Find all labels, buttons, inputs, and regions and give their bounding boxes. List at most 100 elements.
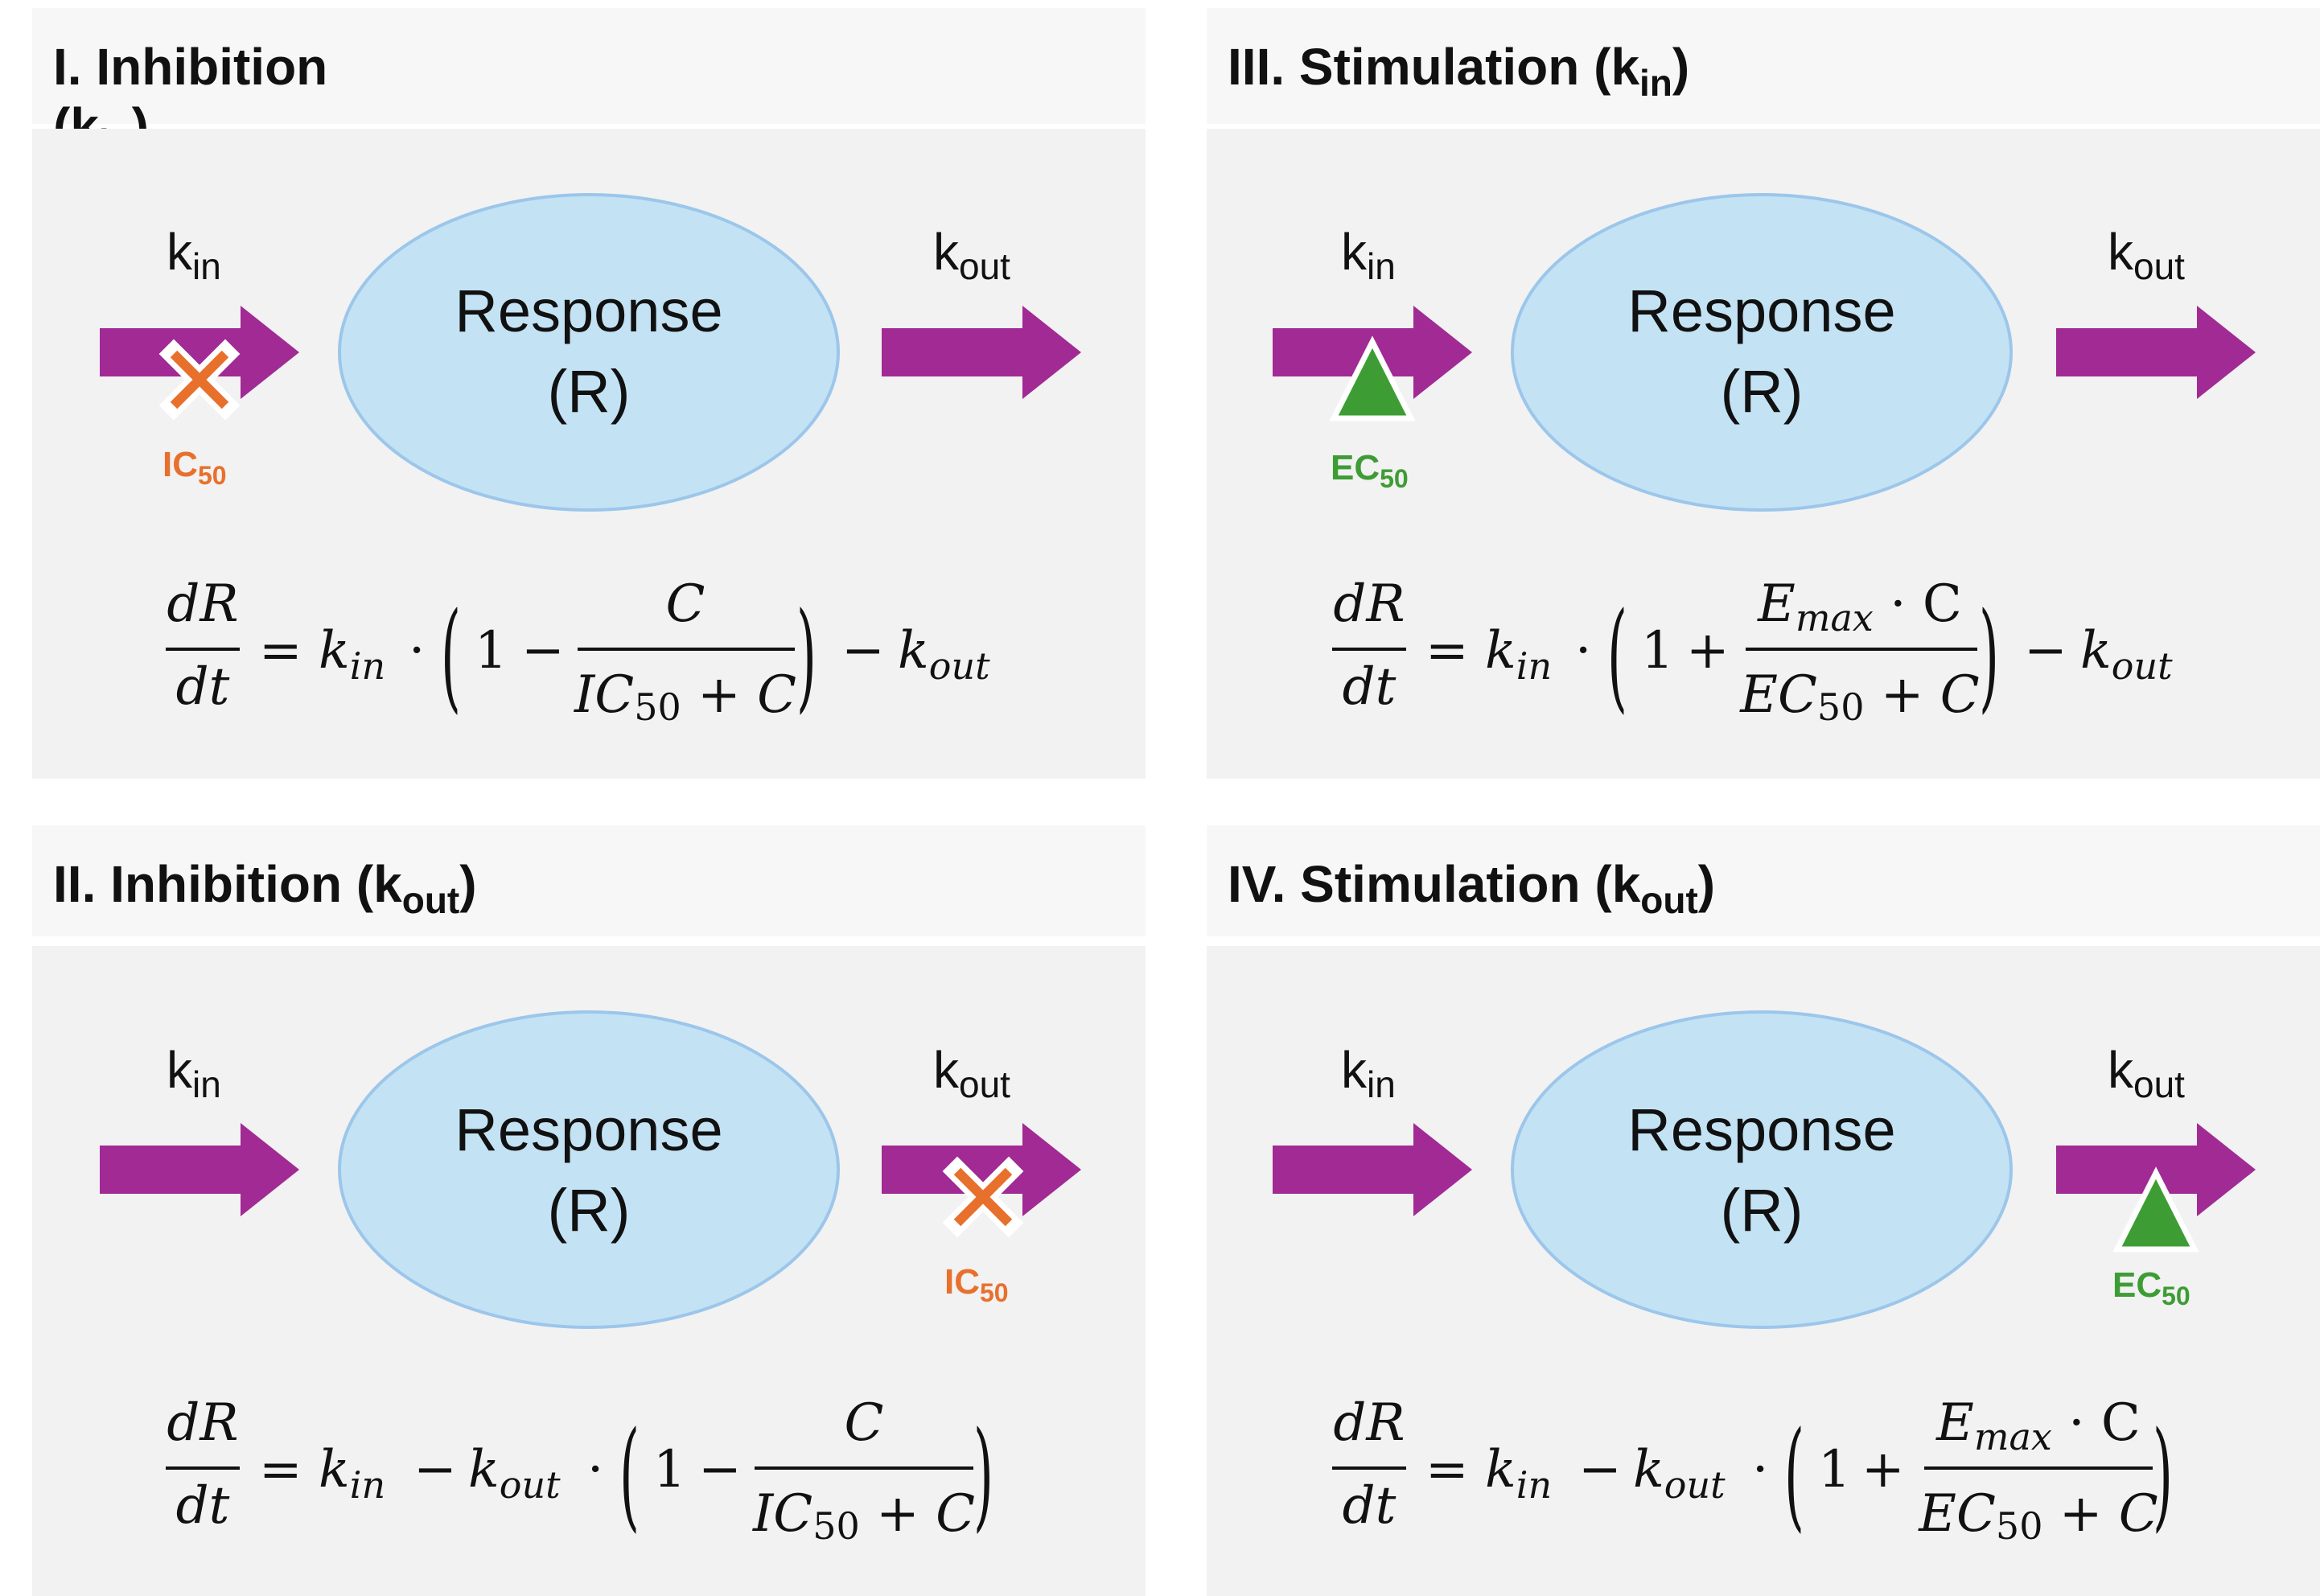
eq-kout: kout	[2080, 621, 2173, 688]
eq-paren-open: (	[441, 587, 461, 725]
eq-kin: kin	[319, 621, 385, 688]
eq-frac-bar	[578, 648, 795, 651]
eq-lhs-fraction-bar	[166, 648, 240, 651]
panel-3-ec50-label: EC50	[1331, 448, 1409, 493]
panel-2-kout-label: kout	[933, 1041, 1010, 1105]
eq-frac-denominator: EC50 + C	[1918, 1484, 2158, 1548]
eq-lhs-numerator: dR	[1333, 1393, 1405, 1453]
eq-equals: =	[1425, 621, 1469, 681]
eq-frac-numerator: C	[845, 1393, 884, 1453]
panel-2-kin-arrow-icon	[100, 1123, 299, 1216]
x-cross-icon	[942, 1156, 1024, 1238]
eq-op: +	[1686, 621, 1730, 681]
panel-4-title: IV. Stimulation (kout)	[1228, 854, 2320, 930]
eq-kout: kout	[898, 621, 990, 688]
eq-kin: kin	[319, 1440, 385, 1507]
eq-frac-numerator: C	[666, 574, 705, 634]
eq-equals: =	[1425, 1440, 1469, 1499]
panel-1-response-ellipse	[338, 193, 840, 512]
eq-op: −	[698, 1440, 742, 1499]
eq-one: 1	[475, 621, 508, 681]
panel-2-title-close: )	[459, 855, 477, 913]
panel-1-header: I. Inhibition (kin)	[32, 8, 1146, 163]
eq-dot: ·	[587, 1440, 603, 1499]
panel-3-equation: dR dt = kin · ( 1 + Emax · C EC50 + C ) …	[1332, 574, 2173, 729]
eq-minus: −	[413, 1440, 457, 1499]
panel-2-response-label: Response	[455, 1096, 722, 1163]
eq-minus: −	[1578, 1440, 1622, 1499]
eq-equals: =	[259, 1440, 302, 1499]
panel-4-diagram: kin Response (R) kout EC50 dR dt = kin −…	[1273, 1010, 2256, 1548]
eq-kin: kin	[1485, 1440, 1552, 1507]
panel-4-header: IV. Stimulation (kout)	[1207, 825, 2320, 936]
panel-2-equation: dR dt = kin − kout · ( 1 − C IC50 + C )	[166, 1393, 993, 1548]
eq-lhs-numerator: dR	[167, 574, 238, 634]
panel-4-title-text: IV. Stimulation (k	[1228, 855, 1641, 913]
eq-tail-op: −	[841, 621, 885, 681]
eq-equals: =	[259, 621, 302, 681]
panel-4-response-ellipse	[1511, 1010, 2013, 1329]
eq-op: −	[521, 621, 565, 681]
eq-frac-numerator: Emax · C	[1757, 574, 1962, 640]
panel-3-diagram: kin EC50 Response (R) kout dR dt = kin ·…	[1273, 193, 2256, 729]
panel-1-equation: dR dt = kin · ( 1 − C IC50 + C ) − kout	[166, 574, 990, 729]
eq-kout: kout	[1633, 1440, 1726, 1507]
eq-op: +	[1861, 1440, 1905, 1499]
panel-4-ec50-label: EC50	[2112, 1265, 2190, 1310]
panel-3-kout-arrow-icon	[2056, 306, 2256, 399]
eq-paren-open: (	[1784, 1406, 1804, 1544]
panel-3-response-label: Response	[1627, 278, 1895, 344]
eq-lhs-denominator: dt	[1343, 657, 1397, 717]
eq-frac-bar	[755, 1466, 973, 1470]
x-cross-icon	[158, 339, 241, 421]
eq-lhs-denominator: dt	[1343, 1476, 1397, 1536]
eq-kin: kin	[1485, 621, 1552, 688]
panel-2-response-symbol: (R)	[548, 1177, 631, 1244]
panel-2-header: II. Inhibition (kout)	[32, 825, 1146, 936]
panel-1-response-label: Response	[455, 278, 722, 344]
panel-4-equation: dR dt = kin − kout · ( 1 + Emax · C EC50…	[1332, 1393, 2173, 1548]
eq-lhs-fraction-bar	[1332, 648, 1406, 651]
panel-3-kin-label: kin	[1341, 223, 1396, 287]
up-triangle-icon	[1329, 335, 1416, 422]
eq-lhs-denominator: dt	[176, 1476, 230, 1536]
panel-1-ic50-label: IC50	[162, 445, 227, 490]
panel-1-response-symbol: (R)	[548, 358, 631, 425]
eq-paren-open: (	[1607, 587, 1627, 725]
eq-lhs-fraction-bar	[166, 1466, 240, 1470]
panel-1-diagram: kin IC50 Response (R) kout dR dt = kin ·…	[100, 193, 1081, 729]
eq-dot: ·	[409, 621, 425, 681]
panel-2-diagram: kin Response (R) kout IC50 dR dt = kin −…	[100, 1010, 1081, 1548]
panel-3-header: III. Stimulation (kin)	[1207, 8, 2320, 124]
panel-4-response-symbol: (R)	[1721, 1177, 1804, 1244]
eq-lhs-fraction-bar	[1332, 1466, 1406, 1470]
panel-2-kin-label: kin	[167, 1041, 221, 1105]
eq-paren-close: )	[1979, 587, 1999, 725]
panel-3-title-text: III. Stimulation (k	[1228, 38, 1640, 96]
eq-kout: kout	[468, 1440, 561, 1507]
eq-frac-denominator: EC50 + C	[1739, 665, 1980, 729]
eq-lhs-numerator: dR	[167, 1393, 238, 1453]
eq-lhs-numerator: dR	[1333, 574, 1405, 634]
panel-4-title-sub: out	[1640, 879, 1698, 921]
panel-3-response-symbol: (R)	[1721, 358, 1804, 425]
eq-paren-close: )	[796, 587, 817, 725]
panel-3-response-ellipse	[1511, 193, 2013, 512]
panel-2-response-ellipse	[338, 1010, 840, 1329]
panel-1-kout-arrow-icon	[882, 306, 1081, 399]
panel-3-title-close: )	[1672, 38, 1690, 96]
eq-tail-op: −	[2024, 621, 2067, 681]
eq-frac-bar	[1746, 648, 1977, 651]
eq-frac-bar	[1924, 1466, 2153, 1470]
panel-4-kin-label: kin	[1341, 1041, 1396, 1105]
eq-dot: ·	[1752, 1440, 1768, 1499]
panel-1-title-text: I. Inhibition	[53, 38, 328, 96]
eq-frac-numerator: Emax · C	[1935, 1393, 2141, 1458]
eq-one: 1	[1818, 1440, 1851, 1499]
panel-1-kin-label: kin	[167, 223, 221, 287]
eq-dot: ·	[1575, 621, 1591, 681]
panel-4-kout-label: kout	[2108, 1041, 2185, 1105]
panel-4-title-close: )	[1697, 855, 1716, 913]
panel-4-response-label: Response	[1627, 1096, 1895, 1163]
panel-3-kout-label: kout	[2108, 223, 2185, 287]
